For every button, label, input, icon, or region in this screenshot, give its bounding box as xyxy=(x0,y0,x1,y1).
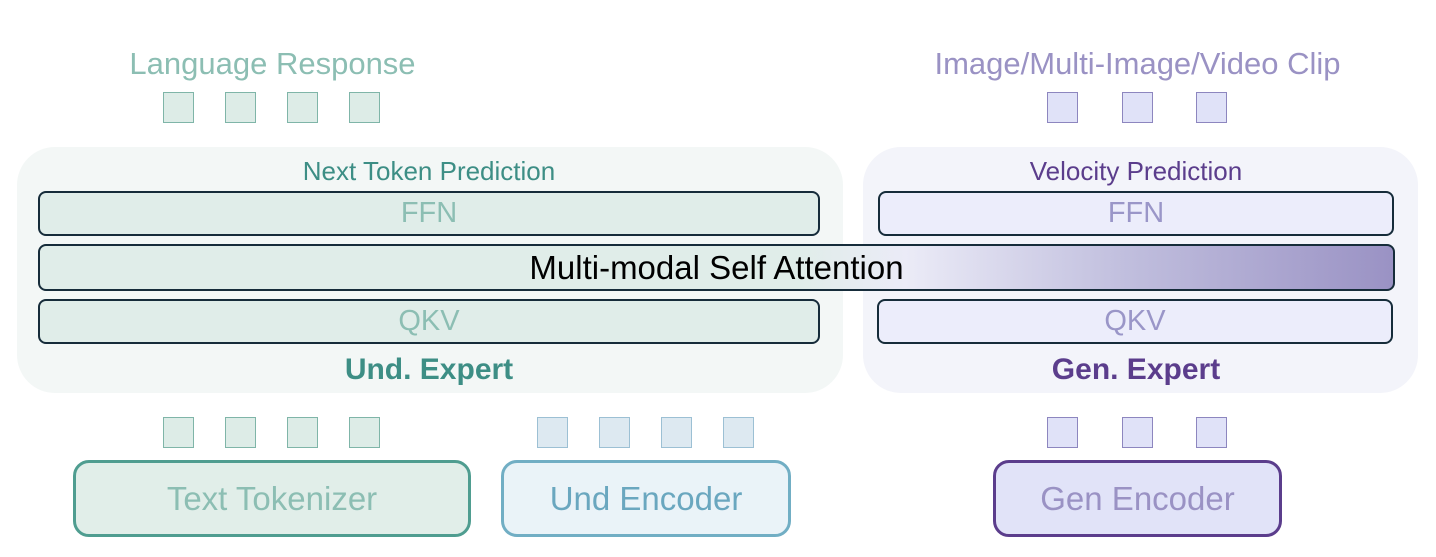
gen-qkv-block: QKV xyxy=(877,299,1393,344)
text-input-token xyxy=(225,417,256,448)
visual-output-token xyxy=(1122,92,1153,123)
und-qkv-block: QKV xyxy=(38,299,820,344)
multimodal-self-attention-block: Multi-modal Self Attention xyxy=(38,244,1395,291)
language-output-token xyxy=(225,92,256,123)
language-response-label: Language Response xyxy=(129,46,416,81)
text-input-token xyxy=(163,417,194,448)
gen-ffn-block: FFN xyxy=(878,191,1394,236)
und-ffn-block: FFN xyxy=(38,191,820,236)
und-input-token xyxy=(661,417,692,448)
und-input-token xyxy=(599,417,630,448)
und-expert-title: Und. Expert xyxy=(344,353,514,386)
visual-output-label: Image/Multi-Image/Video Clip xyxy=(934,46,1341,81)
gen-expert-title: Gen. Expert xyxy=(1051,353,1221,386)
visual-output-token xyxy=(1196,92,1227,123)
language-output-token xyxy=(349,92,380,123)
velocity-prediction-label: Velocity Prediction xyxy=(1029,155,1243,186)
language-output-token xyxy=(163,92,194,123)
und-input-token xyxy=(537,417,568,448)
gen-input-token xyxy=(1047,417,1078,448)
visual-output-token xyxy=(1047,92,1078,123)
gen-encoder-block: Gen Encoder xyxy=(993,460,1282,537)
text-tokenizer-block: Text Tokenizer xyxy=(73,460,471,537)
gen-input-token xyxy=(1196,417,1227,448)
gen-input-token xyxy=(1122,417,1153,448)
next-token-prediction-label: Next Token Prediction xyxy=(302,155,556,186)
und-input-token xyxy=(723,417,754,448)
language-output-token xyxy=(287,92,318,123)
text-input-token xyxy=(287,417,318,448)
text-input-token xyxy=(349,417,380,448)
und-encoder-block: Und Encoder xyxy=(501,460,791,537)
